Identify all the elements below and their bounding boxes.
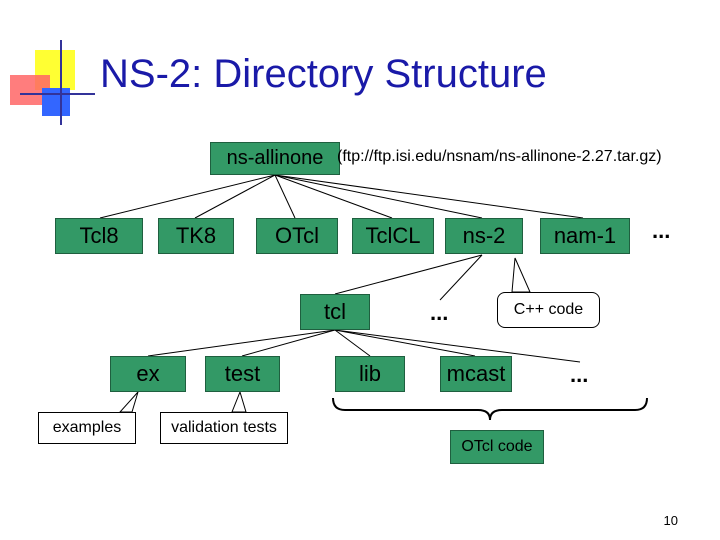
callout-cpp-code: C++ code (497, 292, 600, 328)
callout-validation-tests: validation tests (160, 412, 288, 444)
tree-node-tcl8: Tcl8 (55, 218, 143, 254)
slide-title: NS-2: Directory Structure (100, 52, 547, 96)
tree-node-test: test (205, 356, 280, 392)
tree-node-lib: lib (335, 356, 405, 392)
root-url: (ftp://ftp.isi.edu/nsnam/ns-allinone-2.2… (337, 148, 662, 165)
page-number: 10 (663, 513, 678, 528)
level1-more: ... (652, 218, 671, 243)
tree-node-mcast: mcast (440, 356, 512, 392)
level2-more: ... (430, 300, 449, 325)
callout-examples: examples (38, 412, 136, 444)
tree-node-tclcl: TclCL (352, 218, 434, 254)
tree-node-ex: ex (110, 356, 186, 392)
tree-node-otcl: OTcl (256, 218, 338, 254)
level3-more: ... (570, 362, 589, 387)
tree-node-ns2: ns-2 (445, 218, 523, 254)
tree-node-nam1: nam-1 (540, 218, 630, 254)
tree-node-tcl: tcl (300, 294, 370, 330)
tree-node-tk8: TK8 (158, 218, 234, 254)
tree-node-root: ns-allinone (210, 142, 340, 175)
callout-otcl-code: OTcl code (450, 430, 544, 464)
